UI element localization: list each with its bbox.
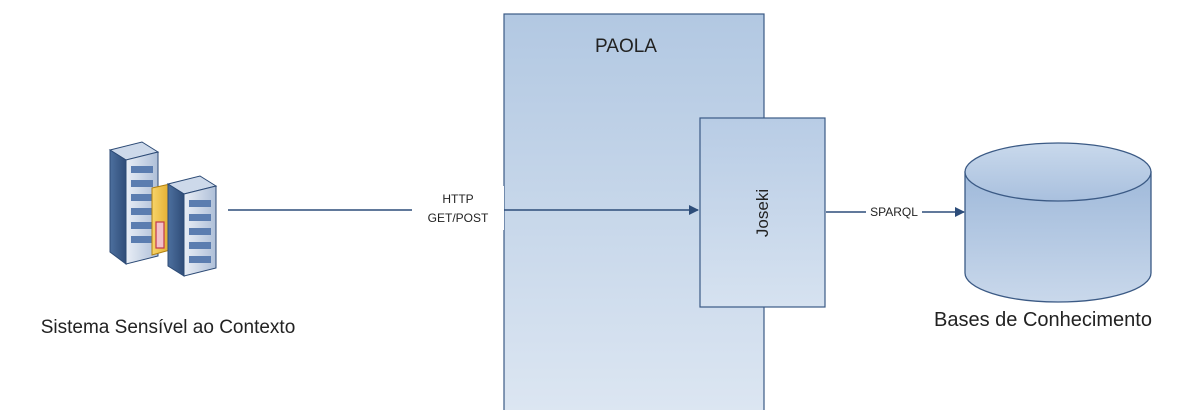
joseki-box: Joseki (699, 117, 826, 308)
folder-icon (151, 183, 171, 256)
server-left-icon (108, 141, 160, 265)
knowledge-base-label: Bases de Conhecimento (934, 309, 1152, 331)
server-right-icon (166, 175, 218, 277)
client-system-label: Sistema Sensível ao Contexto (41, 317, 296, 338)
http-method-label: GET/POST (428, 211, 489, 225)
server-cluster-icon (108, 141, 218, 277)
database-icon (964, 142, 1152, 303)
paola-label: PAOLA (595, 36, 657, 57)
http-label: HTTP (442, 192, 473, 206)
http-connector: HTTP GET/POST (228, 186, 699, 230)
sparql-connector: SPARQL (826, 203, 965, 220)
sparql-label: SPARQL (870, 205, 918, 219)
joseki-label: Joseki (753, 189, 772, 237)
